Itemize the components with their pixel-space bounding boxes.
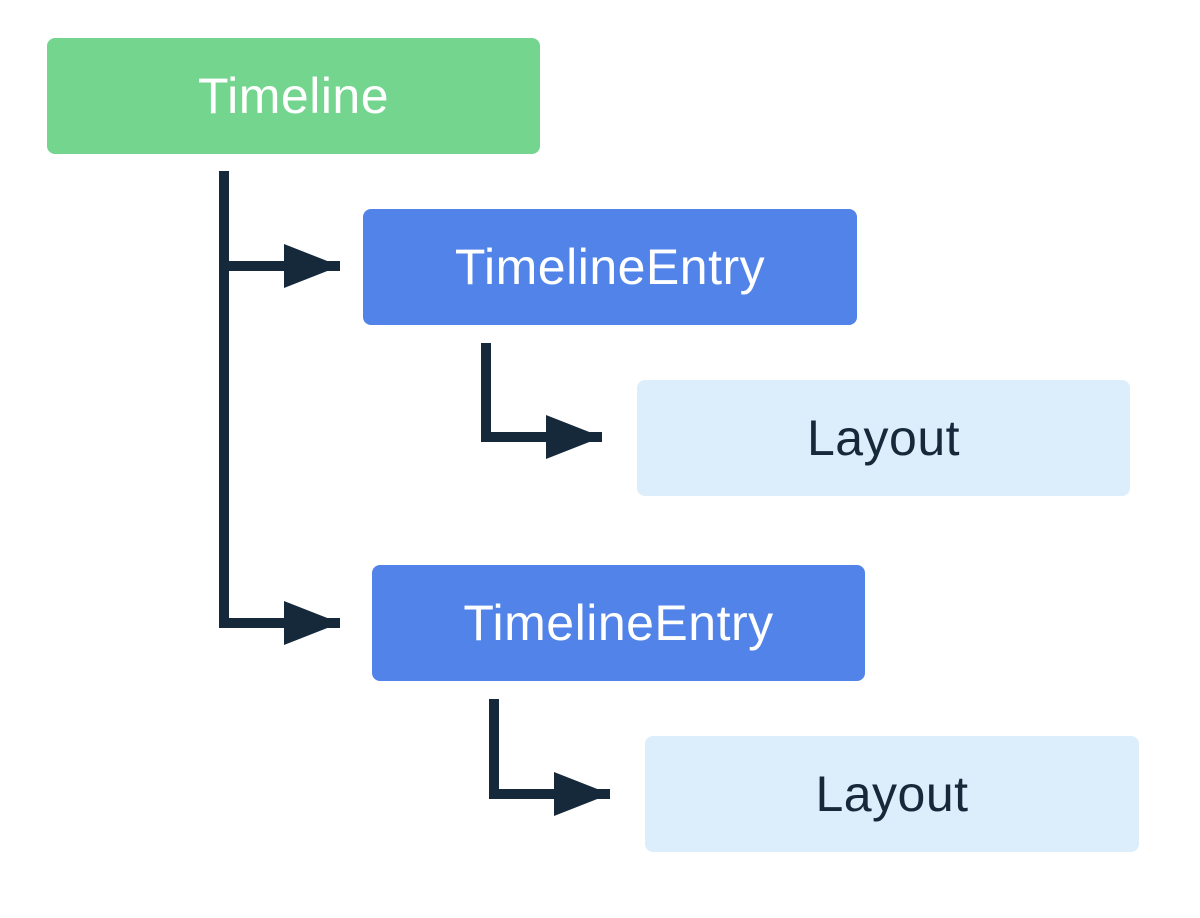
layout-node-2-label: Layout	[815, 766, 969, 822]
connector-root-to-entry-2	[219, 266, 340, 645]
timeline-node-label: Timeline	[197, 68, 390, 124]
connector-entry-1-to-layout-1	[481, 343, 602, 459]
layout-node-2: Layout	[645, 736, 1139, 852]
timeline-entry-node-1: TimelineEntry	[363, 209, 857, 325]
layout-node-1-label: Layout	[806, 410, 961, 466]
connector-entry-2-to-layout-2	[489, 699, 610, 816]
timeline-entry-node-2: TimelineEntry	[372, 565, 865, 681]
timeline-node: Timeline	[47, 38, 540, 154]
timeline-entry-node-1-label: TimelineEntry	[454, 239, 766, 295]
timeline-entry-node-2-label: TimelineEntry	[463, 595, 774, 651]
layout-node-1: Layout	[637, 380, 1130, 496]
connector-root-to-entry-1	[219, 171, 340, 288]
